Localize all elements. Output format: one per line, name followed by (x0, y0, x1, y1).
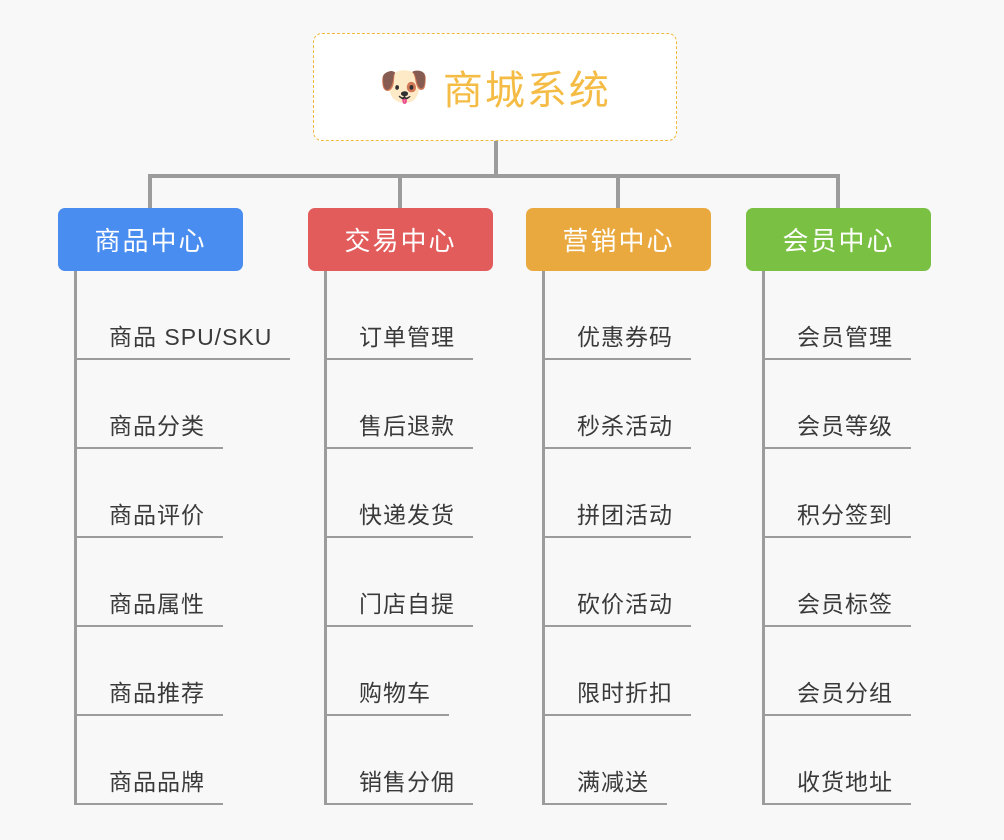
column-header-label-2: 营销中心 (562, 226, 675, 256)
list-item[interactable]: 售后退款 (327, 360, 493, 449)
list-item[interactable]: 购物车 (327, 627, 493, 716)
list-item[interactable]: 积分签到 (765, 449, 931, 538)
list-item-label: 售后退款 (327, 407, 473, 449)
list-item[interactable]: 销售分佣 (327, 716, 493, 805)
column-body-2: 优惠券码 秒杀活动 拼团活动 砍价活动 限时折扣 满减送 (542, 271, 711, 805)
list-item-label: 满减送 (545, 763, 667, 805)
root-node[interactable]: 🐶 商城系统 (313, 33, 677, 141)
list-item-label: 商品属性 (77, 585, 223, 627)
list-item[interactable]: 会员分组 (765, 627, 931, 716)
column-header-label-0: 商品中心 (94, 226, 207, 256)
list-item[interactable]: 商品分类 (77, 360, 243, 449)
list-item[interactable]: 收货地址 (765, 716, 931, 805)
list-item-label: 积分签到 (765, 496, 911, 538)
list-item-label: 订单管理 (327, 318, 473, 360)
list-item[interactable]: 快递发货 (327, 449, 493, 538)
list-item[interactable]: 商品品牌 (77, 716, 243, 805)
list-item[interactable]: 会员标签 (765, 538, 931, 627)
list-item-label: 收货地址 (765, 763, 911, 805)
list-item-label: 商品分类 (77, 407, 223, 449)
list-item-label: 砍价活动 (545, 585, 691, 627)
list-item[interactable]: 秒杀活动 (545, 360, 711, 449)
connector-root-stem (494, 141, 498, 178)
column-header-3[interactable]: 会员中心 (746, 208, 931, 271)
list-item-label: 商品品牌 (77, 763, 223, 805)
list-item-label: 秒杀活动 (545, 407, 691, 449)
column-header-0[interactable]: 商品中心 (58, 208, 243, 271)
list-item[interactable]: 满减送 (545, 716, 711, 805)
connector-drop-column-3 (836, 174, 840, 208)
column-trade-center: 交易中心 订单管理 售后退款 快递发货 门店自提 购物车 销售分佣 (308, 208, 493, 805)
column-body-0: 商品 SPU/SKU 商品分类 商品评价 商品属性 商品推荐 商品品牌 (74, 271, 291, 805)
column-body-3: 会员管理 会员等级 积分签到 会员标签 会员分组 收货地址 (762, 271, 931, 805)
shiba-dog-face-icon: 🐶 (379, 65, 429, 109)
root-title: 商城系统 (442, 69, 611, 113)
column-header-1[interactable]: 交易中心 (308, 208, 493, 271)
column-header-label-1: 交易中心 (344, 226, 457, 256)
list-item-label: 会员分组 (765, 674, 911, 716)
list-item-label: 限时折扣 (545, 674, 691, 716)
list-item[interactable]: 拼团活动 (545, 449, 711, 538)
list-item[interactable]: 砍价活动 (545, 538, 711, 627)
column-member-center: 会员中心 会员管理 会员等级 积分签到 会员标签 会员分组 收货地址 (746, 208, 931, 805)
connector-drop-column-0 (148, 174, 152, 208)
list-item[interactable]: 商品推荐 (77, 627, 243, 716)
list-item[interactable]: 商品评价 (77, 449, 243, 538)
list-item[interactable]: 商品 SPU/SKU (77, 271, 291, 360)
column-marketing-center: 营销中心 优惠券码 秒杀活动 拼团活动 砍价活动 限时折扣 满减送 (526, 208, 711, 805)
list-item[interactable]: 会员等级 (765, 360, 931, 449)
list-item[interactable]: 限时折扣 (545, 627, 711, 716)
list-item[interactable]: 商品属性 (77, 538, 243, 627)
list-item[interactable]: 订单管理 (327, 271, 493, 360)
column-header-2[interactable]: 营销中心 (526, 208, 711, 271)
column-body-1: 订单管理 售后退款 快递发货 门店自提 购物车 销售分佣 (324, 271, 493, 805)
list-item-label: 会员等级 (765, 407, 911, 449)
list-item-label: 会员管理 (765, 318, 911, 360)
column-header-label-3: 会员中心 (782, 226, 895, 256)
list-item-label: 优惠券码 (545, 318, 691, 360)
list-item[interactable]: 优惠券码 (545, 271, 711, 360)
list-item-label: 商品 SPU/SKU (77, 318, 291, 360)
list-item-label: 拼团活动 (545, 496, 691, 538)
list-item-label: 购物车 (327, 674, 449, 716)
list-item-label: 门店自提 (327, 585, 473, 627)
list-item[interactable]: 门店自提 (327, 538, 493, 627)
column-product-center: 商品中心 商品 SPU/SKU 商品分类 商品评价 商品属性 商品推荐 商品品牌 (58, 208, 291, 805)
list-item-label: 商品评价 (77, 496, 223, 538)
connector-horizontal-bus (148, 174, 840, 178)
list-item-label: 快递发货 (327, 496, 473, 538)
list-item-label: 商品推荐 (77, 674, 223, 716)
list-item-label: 会员标签 (765, 585, 911, 627)
list-item-label: 销售分佣 (327, 763, 473, 805)
list-item[interactable]: 会员管理 (765, 271, 931, 360)
connector-drop-column-1 (398, 174, 402, 208)
connector-drop-column-2 (616, 174, 620, 208)
